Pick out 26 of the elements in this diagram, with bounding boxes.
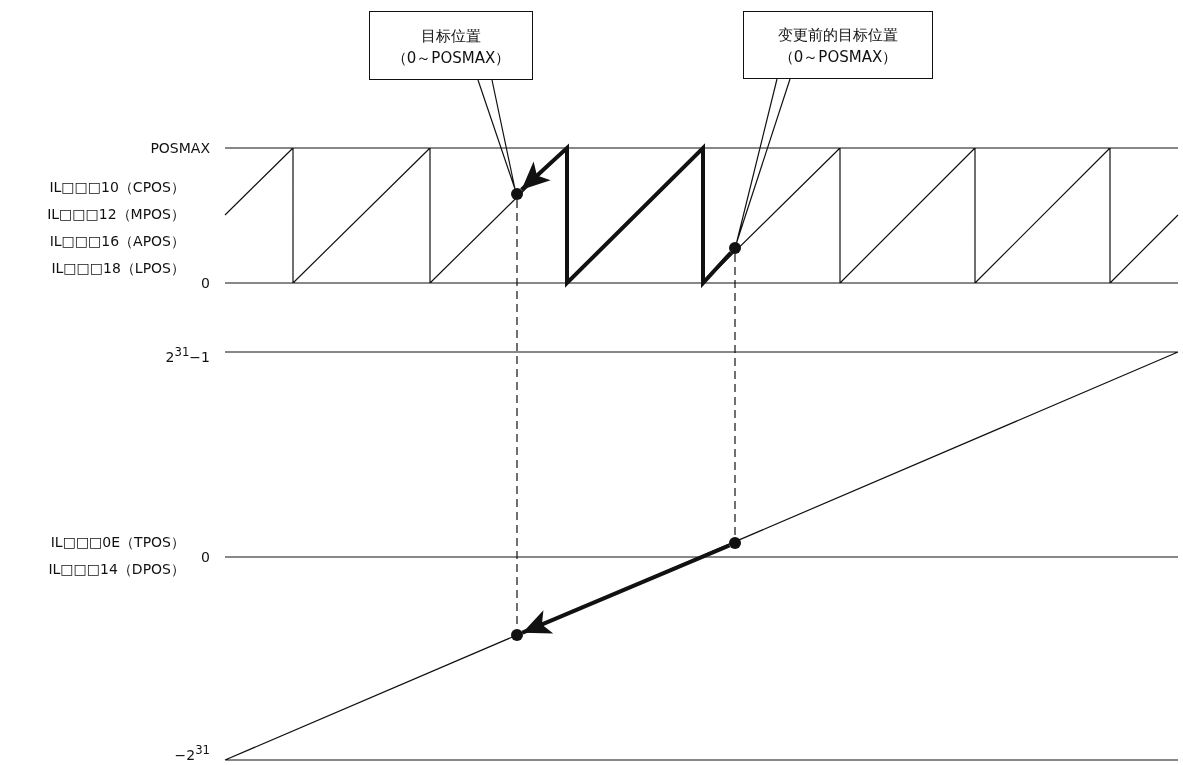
callout-title: 变更前的目标位置 xyxy=(777,25,899,46)
callout-pointer xyxy=(477,79,516,190)
register-label: IL□□□14（DPOS） xyxy=(48,560,185,578)
position-dot xyxy=(511,629,523,641)
axis-value-label: 0 xyxy=(201,548,210,566)
callout-box xyxy=(369,11,533,80)
axis-value-label: 0 xyxy=(201,274,210,292)
dashed-line xyxy=(734,253,736,538)
axis-value-label: 2$^{31}$−1 xyxy=(165,344,210,366)
arrow xyxy=(521,543,731,635)
callout-range: （0～POSMAX） xyxy=(777,47,899,68)
callout-range: （0～POSMAX） xyxy=(390,47,512,69)
callout-pointer xyxy=(735,78,791,244)
register-label: IL□□□10（CPOS） xyxy=(49,178,185,196)
position-dot xyxy=(729,242,741,254)
position-dot xyxy=(729,537,741,549)
arrow xyxy=(520,143,733,289)
callout-box xyxy=(743,11,933,79)
register-label: IL□□□16（APOS） xyxy=(49,232,185,250)
callout-title: 目标位置 xyxy=(420,25,482,47)
register-label: IL□□□0E（TPOS） xyxy=(50,533,185,551)
register-label: IL□□□12（MPOS） xyxy=(47,205,185,223)
position-dot xyxy=(511,188,523,200)
axis-value-label: POSMAX xyxy=(150,139,210,157)
register-label: IL□□□18（LPOS） xyxy=(51,259,185,277)
axis-value-label: −2$^{31}$ xyxy=(174,742,210,764)
